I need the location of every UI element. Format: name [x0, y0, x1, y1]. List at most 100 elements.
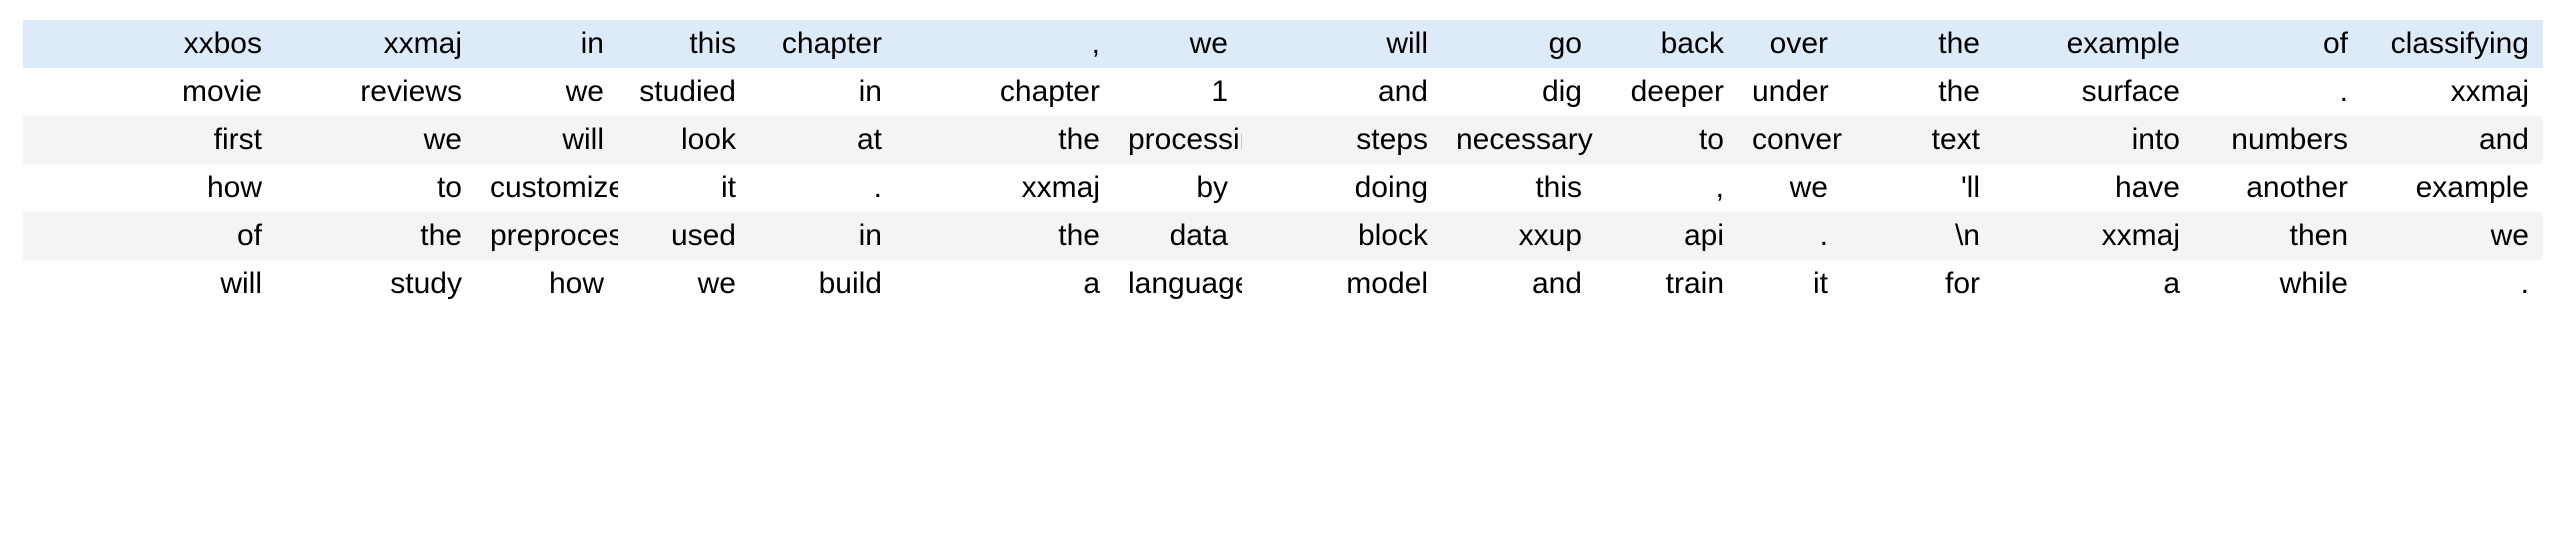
token-cell[interactable]: will — [476, 116, 618, 164]
token-cell[interactable]: at — [750, 116, 896, 164]
token-cell[interactable]: xxmaj — [276, 20, 476, 68]
token-cell[interactable]: in — [750, 68, 896, 116]
token-cell[interactable]: into — [1994, 116, 2194, 164]
token-cell[interactable]: over — [1738, 20, 1842, 68]
token-cell[interactable]: we — [476, 68, 618, 116]
token-cell[interactable]: xxmaj — [1994, 212, 2194, 260]
table-row[interactable]: firstwewilllookattheprocessingstepsneces… — [23, 116, 2543, 164]
token-cell[interactable]: deeper — [1596, 68, 1738, 116]
token-cell[interactable]: for — [1842, 260, 1994, 308]
token-cell[interactable]: have — [1994, 164, 2194, 212]
token-cell[interactable]: block — [1242, 212, 1442, 260]
token-cell[interactable]: to — [1596, 116, 1738, 164]
token-cell[interactable]: of — [2194, 20, 2362, 68]
token-cell[interactable]: this — [618, 20, 750, 68]
token-cell[interactable]: a — [896, 260, 1114, 308]
table-row[interactable]: ofthepreprocessorusedinthedatablockxxupa… — [23, 212, 2543, 260]
token-cell[interactable]: build — [750, 260, 896, 308]
token-cell[interactable]: dig — [1442, 68, 1596, 116]
token-cell[interactable]: back — [1596, 20, 1738, 68]
token-cell[interactable]: . — [750, 164, 896, 212]
token-cell[interactable]: will — [1242, 20, 1442, 68]
token-cell[interactable]: we — [2362, 212, 2543, 260]
token-cell[interactable]: how — [476, 260, 618, 308]
token-cell[interactable]: while — [2194, 260, 2362, 308]
token-cell[interactable]: how — [131, 164, 276, 212]
token-cell[interactable]: go — [1442, 20, 1596, 68]
token-cell[interactable]: this — [1442, 164, 1596, 212]
token-cell[interactable]: chapter — [896, 68, 1114, 116]
token-cell[interactable]: doing — [1242, 164, 1442, 212]
token-cell[interactable]: study — [276, 260, 476, 308]
token-cell[interactable]: train — [1596, 260, 1738, 308]
row-index-cell — [23, 260, 131, 308]
token-cell[interactable]: to — [276, 164, 476, 212]
token-cell[interactable]: we — [1738, 164, 1842, 212]
token-cell[interactable]: \n — [1842, 212, 1994, 260]
token-cell[interactable]: api — [1596, 212, 1738, 260]
token-cell[interactable]: will — [131, 260, 276, 308]
token-cell[interactable]: first — [131, 116, 276, 164]
token-cell[interactable]: we — [618, 260, 750, 308]
token-cell[interactable]: . — [2362, 260, 2543, 308]
token-cell[interactable]: a — [1994, 260, 2194, 308]
token-cell[interactable]: the — [896, 116, 1114, 164]
token-cell[interactable]: customize — [476, 164, 618, 212]
token-cell[interactable]: convert — [1738, 116, 1842, 164]
token-cell[interactable]: 1 — [1114, 68, 1242, 116]
token-cell[interactable]: another — [2194, 164, 2362, 212]
token-cell[interactable]: , — [1596, 164, 1738, 212]
token-cell[interactable]: and — [2362, 116, 2543, 164]
token-cell[interactable]: . — [2194, 68, 2362, 116]
token-cell[interactable]: , — [896, 20, 1114, 68]
row-index-cell — [23, 20, 131, 68]
token-cell[interactable]: xxmaj — [2362, 68, 2543, 116]
token-cell[interactable]: then — [2194, 212, 2362, 260]
token-cell[interactable]: data — [1114, 212, 1242, 260]
token-cell[interactable]: in — [750, 212, 896, 260]
token-cell[interactable]: by — [1114, 164, 1242, 212]
token-cell[interactable]: it — [618, 164, 750, 212]
token-cell[interactable]: text — [1842, 116, 1994, 164]
token-cell[interactable]: of — [131, 212, 276, 260]
token-cell[interactable]: chapter — [750, 20, 896, 68]
token-cell[interactable]: studied — [618, 68, 750, 116]
token-cell[interactable]: processing — [1114, 116, 1242, 164]
token-cell[interactable]: the — [1842, 20, 1994, 68]
token-cell[interactable]: model — [1242, 260, 1442, 308]
token-cell[interactable]: look — [618, 116, 750, 164]
token-cell[interactable]: movie — [131, 68, 276, 116]
token-cell[interactable]: it — [1738, 260, 1842, 308]
token-cell[interactable]: the — [276, 212, 476, 260]
token-cell[interactable]: used — [618, 212, 750, 260]
token-cell[interactable]: and — [1442, 260, 1596, 308]
token-cell[interactable]: reviews — [276, 68, 476, 116]
token-cell[interactable]: necessary — [1442, 116, 1596, 164]
token-cell[interactable]: numbers — [2194, 116, 2362, 164]
token-cell[interactable]: language — [1114, 260, 1242, 308]
token-cell[interactable]: we — [1114, 20, 1242, 68]
token-cell[interactable]: example — [1994, 20, 2194, 68]
token-cell[interactable]: xxmaj — [896, 164, 1114, 212]
token-cell[interactable]: the — [896, 212, 1114, 260]
token-cell[interactable]: and — [1242, 68, 1442, 116]
token-cell[interactable]: surface — [1994, 68, 2194, 116]
token-cell[interactable]: under — [1738, 68, 1842, 116]
token-cell[interactable]: steps — [1242, 116, 1442, 164]
token-cell[interactable]: we — [276, 116, 476, 164]
token-cell[interactable]: preprocessor — [476, 212, 618, 260]
token-cell[interactable]: . — [1738, 212, 1842, 260]
token-cell[interactable]: classifying — [2362, 20, 2543, 68]
token-cell[interactable]: 'll — [1842, 164, 1994, 212]
token-cell[interactable]: xxbos — [131, 20, 276, 68]
token-cell[interactable]: xxup — [1442, 212, 1596, 260]
token-cell[interactable]: in — [476, 20, 618, 68]
token-cell[interactable]: the — [1842, 68, 1994, 116]
token-cell[interactable]: example — [2362, 164, 2543, 212]
